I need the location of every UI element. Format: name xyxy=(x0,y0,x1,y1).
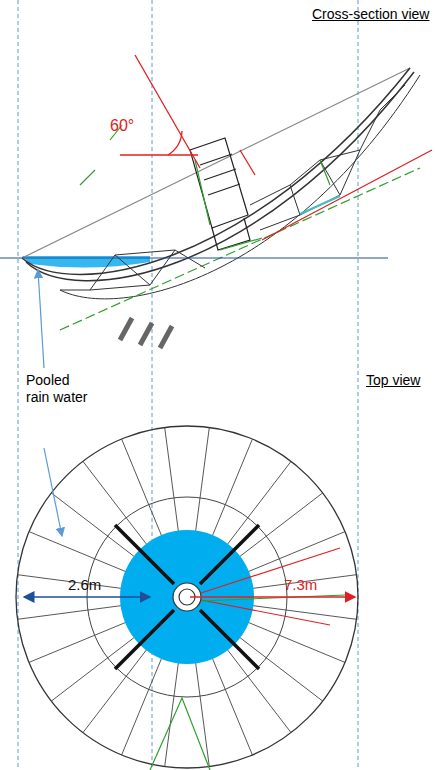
callout-label: Pooled rain water xyxy=(26,372,88,406)
reference-line xyxy=(18,0,358,770)
view-heading: Cross-section view xyxy=(312,6,429,23)
dimension-label: 2.6m xyxy=(68,576,101,593)
green-line xyxy=(201,595,345,601)
cyan-member xyxy=(300,196,340,214)
red-line xyxy=(201,548,340,625)
truss xyxy=(60,85,405,290)
dish-surface xyxy=(22,68,420,299)
leader-line xyxy=(38,270,44,368)
view-heading: Top view xyxy=(366,372,420,389)
leader-line xyxy=(44,448,62,536)
green-structure xyxy=(60,125,420,330)
dish-outline xyxy=(16,426,358,768)
dish-rim xyxy=(22,68,410,258)
dimension-label: 7.3m xyxy=(284,576,317,593)
rib xyxy=(18,428,357,767)
angle-line xyxy=(120,55,432,240)
dimension-arrow xyxy=(24,596,150,598)
green-structure xyxy=(150,698,210,770)
support-leg xyxy=(120,318,172,348)
water-level-line xyxy=(0,258,388,259)
feed-housing xyxy=(190,138,250,250)
angle-label: 60° xyxy=(110,117,134,134)
dimension-arrow xyxy=(190,596,355,598)
